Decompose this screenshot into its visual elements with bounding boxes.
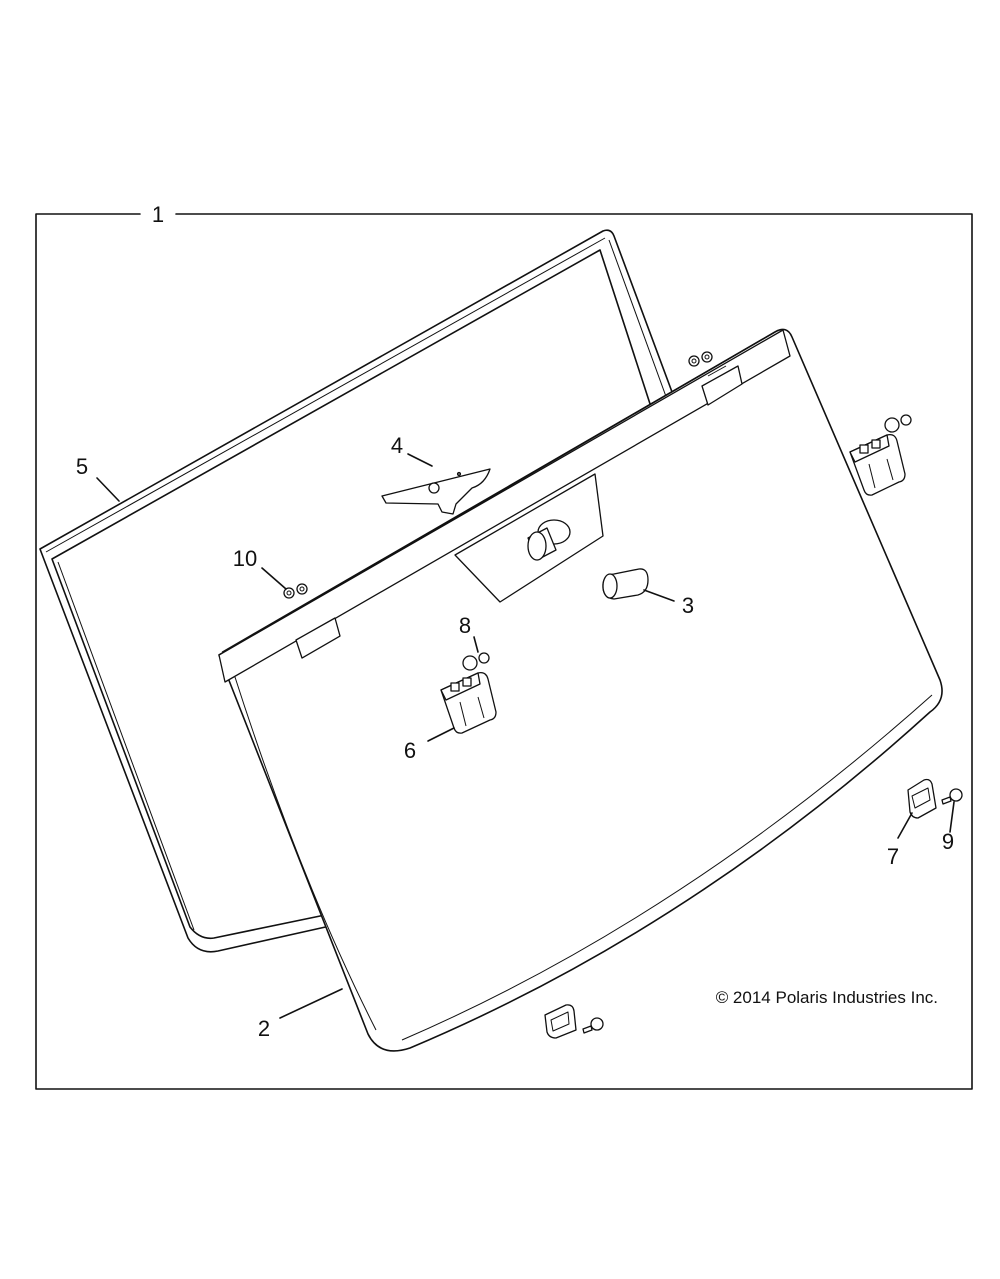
screw-right [884, 414, 912, 433]
assembly-border [35, 213, 973, 1090]
callout-1: 1 [152, 202, 164, 227]
callout-10: 10 [233, 546, 257, 571]
windshield-glass-part [218, 328, 943, 1052]
screw-9 [941, 788, 963, 805]
nut-set-left [283, 583, 308, 599]
leader-lines [96, 453, 955, 1019]
screw-bottom [582, 1017, 604, 1034]
callout-4: 4 [391, 433, 403, 458]
nut-set-top [688, 351, 713, 367]
screw-center [462, 652, 490, 671]
cap-part [602, 568, 649, 600]
clip-right [907, 778, 937, 819]
bracket-part [381, 468, 491, 515]
clip-bottom [544, 1004, 577, 1039]
callout-6: 6 [404, 738, 416, 763]
seal-frame-part [39, 229, 676, 953]
callout-9: 9 [942, 829, 954, 854]
latch-block-right [849, 433, 906, 496]
callout-5: 5 [76, 454, 88, 479]
mount-boss [527, 519, 571, 561]
copyright-text: © 2014 Polaris Industries Inc. [716, 988, 938, 1007]
callout-2: 2 [258, 1016, 270, 1041]
latch-block-center [440, 671, 497, 734]
callout-7: 7 [887, 844, 899, 869]
callout-3: 3 [682, 593, 694, 618]
callout-8: 8 [459, 613, 471, 638]
